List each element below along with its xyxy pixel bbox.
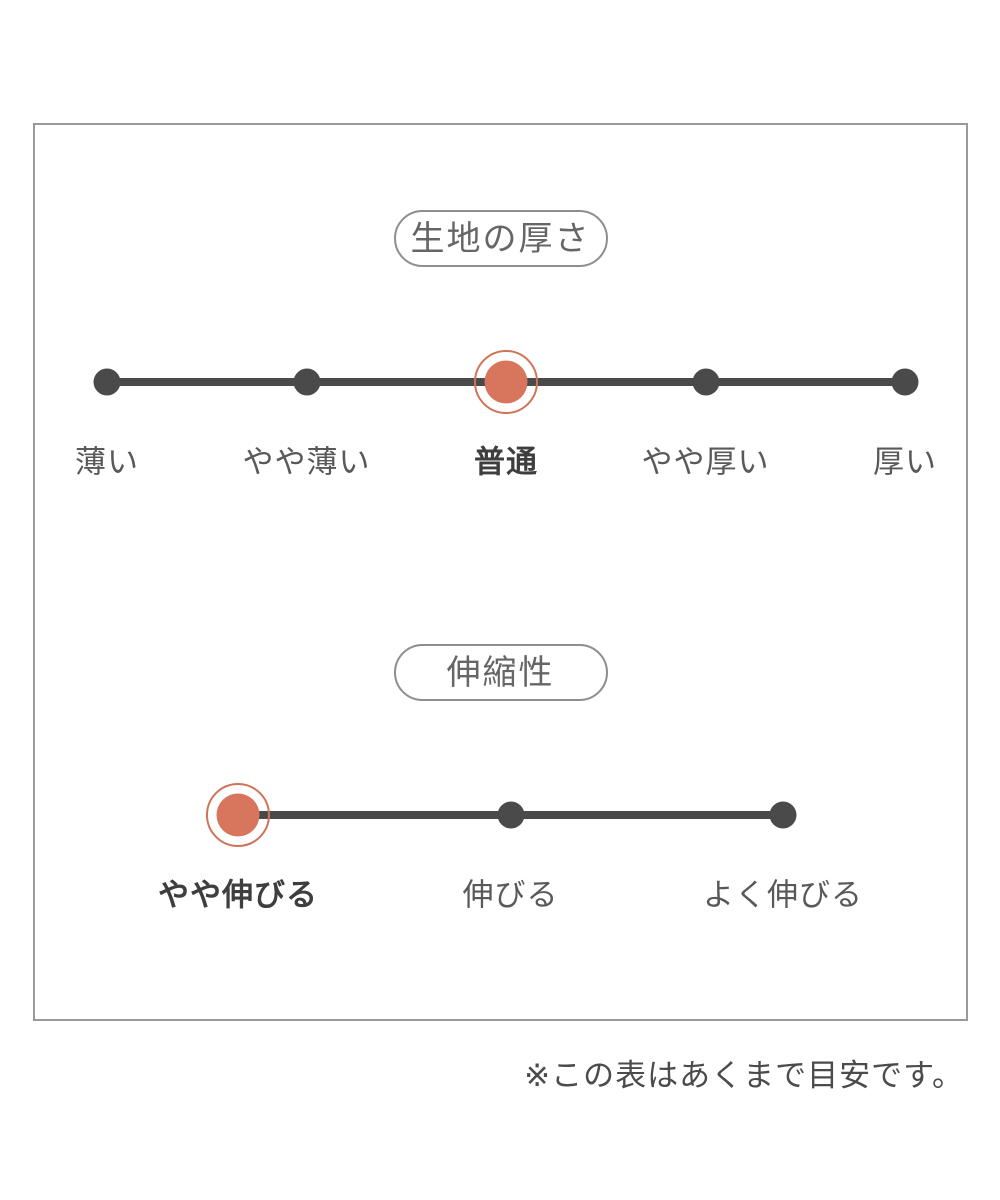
- scale-dot: [497, 801, 524, 829]
- scale-dot: [769, 801, 797, 829]
- scale-dot: [93, 368, 121, 396]
- selected-scale-label: やや伸びる: [158, 877, 318, 913]
- stretch-title-pill: 伸縮性: [393, 644, 608, 701]
- scale-dot: [692, 368, 719, 396]
- scale-label: やや薄い: [242, 444, 371, 480]
- guide-chart-panel: 生地の厚さ 薄い やや薄い 普通 やや厚い 厚い 伸縮性 やや伸びる 伸びる よく伸びる: [33, 123, 968, 1021]
- disclaimer-note: ※この表はあくまで目安です。: [524, 1058, 964, 1093]
- scale-label: 厚い: [873, 444, 937, 480]
- selected-scale-label: 普通: [474, 444, 538, 480]
- selected-dot: [216, 793, 260, 837]
- scale-label: よく伸びる: [703, 877, 863, 913]
- scale-label: 伸びる: [462, 877, 559, 913]
- selected-dot-ring: [474, 350, 538, 414]
- scale-dot: [293, 368, 320, 396]
- scale-label: 薄い: [75, 444, 139, 480]
- scale-label: やや厚い: [641, 444, 770, 480]
- stretch-title: 伸縮性: [446, 653, 555, 692]
- thickness-title-pill: 生地の厚さ: [393, 210, 608, 267]
- thickness-title: 生地の厚さ: [410, 219, 591, 258]
- selected-dot: [484, 360, 528, 404]
- selected-dot-ring: [206, 783, 270, 847]
- scale-dot: [891, 368, 919, 396]
